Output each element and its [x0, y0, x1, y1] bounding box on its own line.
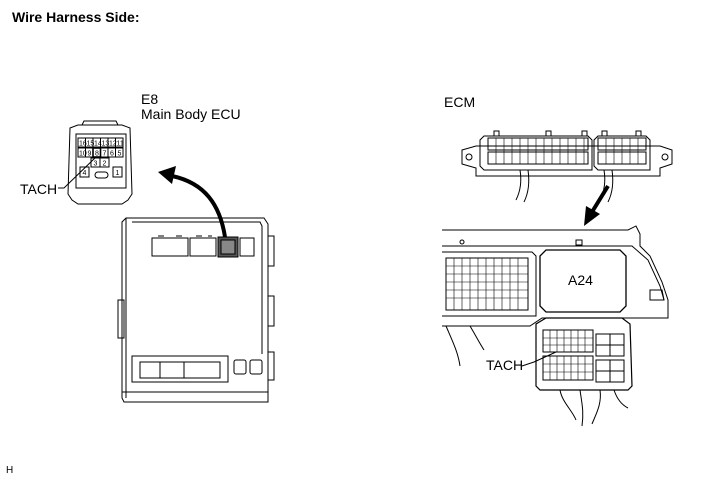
e8-component-name: Main Body ECU: [141, 106, 241, 122]
e8-tach-terminal-label: TACH: [20, 181, 58, 197]
e8-pin-row-1: [77, 137, 124, 148]
pin-10: 10: [79, 151, 87, 158]
pin-1: 1: [116, 170, 120, 177]
figure-code: H: [6, 465, 14, 476]
ecm-connector-code: A24: [568, 272, 593, 288]
e8-pin-row-2: [77, 147, 124, 158]
pin-6: 6: [110, 151, 114, 158]
ecm-closeup: [442, 225, 669, 367]
connection-arrow-e8: [158, 166, 227, 238]
pin-8: 8: [95, 151, 99, 158]
pin-3: 3: [94, 161, 98, 168]
ecm-top-view: [461, 130, 673, 203]
page-title: Wire Harness Side:: [12, 9, 140, 25]
connection-arrow-ecm: [584, 184, 610, 226]
pin-9: 9: [88, 151, 92, 158]
e8-tach-leader: [58, 156, 97, 189]
pin-16: 16: [79, 141, 87, 148]
pin-11: 11: [117, 141, 124, 148]
ecm-tach-terminal-label: TACH: [486, 357, 524, 373]
main-body-ecu: [117, 217, 275, 403]
e8-connector-face: [58, 120, 133, 205]
pin-15: 15: [87, 141, 95, 148]
pin-5: 5: [118, 151, 122, 158]
ecm-tach-leader: [521, 351, 557, 367]
a24-harness-connector: [521, 317, 633, 427]
e8-pin-numbers: 16 15 14 13 12 11 10 9 8 7 6 5 3 2 4 1: [79, 141, 124, 178]
pin-14: 14: [94, 141, 102, 148]
pin-4: 4: [83, 170, 87, 177]
pin-12: 12: [109, 141, 117, 148]
pin-7: 7: [103, 151, 107, 158]
e8-connector-code: E8: [141, 91, 159, 107]
pin-13: 13: [102, 141, 110, 148]
ecm-label: ECM: [444, 94, 476, 110]
pin-2: 2: [103, 161, 107, 168]
